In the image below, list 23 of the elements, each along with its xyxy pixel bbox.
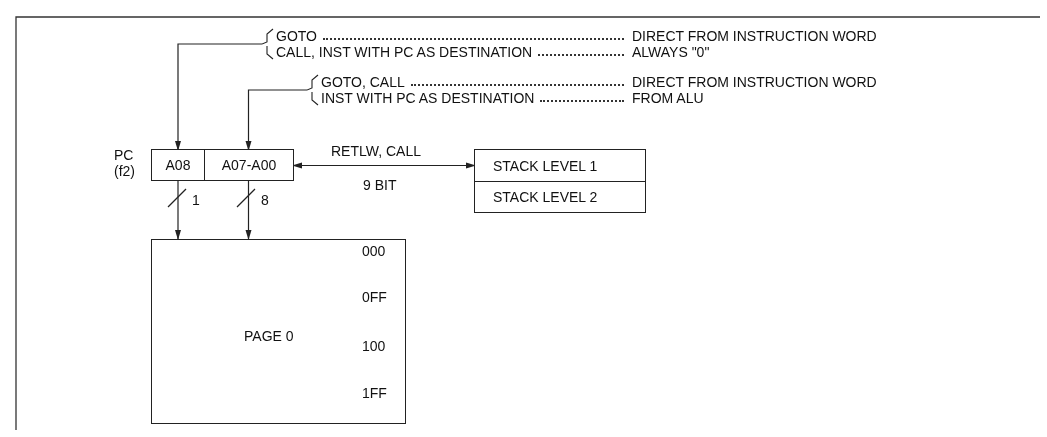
cell-text: STACK LEVEL 2 bbox=[493, 189, 598, 205]
memory-map-box bbox=[151, 239, 406, 424]
address-label: 0FF bbox=[362, 289, 387, 305]
cell-text: STACK LEVEL 1 bbox=[493, 157, 598, 174]
instruction-text: INST WITH PC AS DESTINATION bbox=[321, 90, 535, 106]
source-text: ALWAYS "0" bbox=[632, 44, 710, 60]
address-label: 100 bbox=[362, 338, 386, 354]
instruction-text: GOTO bbox=[276, 28, 317, 44]
instruction-text: GOTO, CALL bbox=[321, 74, 405, 90]
page-label: PAGE 0 bbox=[244, 327, 294, 344]
cell-text: A07-A00 bbox=[221, 157, 277, 173]
bit-width: 9 BIT bbox=[363, 177, 397, 193]
source-text: DIRECT FROM INSTRUCTION WORD bbox=[632, 28, 877, 44]
bus-width: 1 bbox=[192, 192, 200, 208]
register-name: PC (f2) bbox=[114, 147, 136, 179]
source-text: FROM ALU bbox=[632, 90, 704, 106]
cell-text: A08 bbox=[165, 157, 191, 173]
source-text: DIRECT FROM INSTRUCTION WORD bbox=[632, 74, 877, 90]
bus-width: 8 bbox=[261, 192, 269, 208]
address-label: 1FF bbox=[362, 385, 387, 401]
address-label: 000 bbox=[362, 243, 386, 259]
instruction-text: CALL, INST WITH PC AS DESTINATION bbox=[276, 44, 533, 60]
stack-box bbox=[474, 149, 646, 213]
